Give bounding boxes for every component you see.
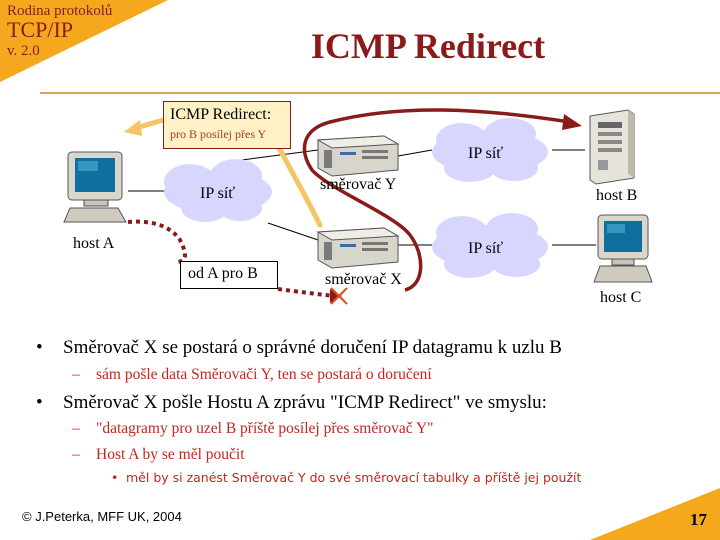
dotted-path-host-a bbox=[127, 219, 187, 264]
page-number: 17 bbox=[690, 510, 707, 529]
cloud-bottom-right bbox=[432, 213, 548, 278]
bullet-2-subsub: měl by si zanést Směrovač Y do své směro… bbox=[126, 470, 582, 485]
redirect-arrowhead bbox=[124, 120, 142, 136]
callout-subtitle: pro B posílej přes Y bbox=[170, 127, 267, 141]
corner-decoration-bottom-right bbox=[590, 488, 720, 540]
link-routery-net bbox=[397, 149, 433, 157]
dash-marker: – bbox=[72, 446, 80, 463]
host-a-computer-icon bbox=[63, 151, 127, 223]
bullet-marker: • bbox=[36, 337, 43, 358]
host-b-server-icon bbox=[589, 109, 635, 185]
net-left-label: IP síť bbox=[200, 185, 236, 202]
bullet-marker-small: • bbox=[111, 470, 119, 485]
forward-path bbox=[302, 108, 571, 292]
series-version: v. 2.0 bbox=[7, 43, 40, 59]
dotted-path-to-router-x bbox=[277, 287, 335, 298]
host-b-label: host B bbox=[596, 187, 638, 204]
host-a-label: host A bbox=[73, 235, 115, 252]
router-x-label: směrovač X bbox=[325, 271, 402, 288]
series-title: TCP/IP bbox=[7, 17, 74, 42]
dash-marker: – bbox=[72, 366, 80, 383]
datagram-label: od A pro B bbox=[188, 265, 258, 282]
host-c-label: host C bbox=[600, 289, 642, 306]
cloud-left bbox=[164, 159, 272, 222]
bullet-1: Směrovač X se postará o správné doručení… bbox=[63, 337, 562, 358]
router-y-label: směrovač Y bbox=[320, 176, 397, 193]
dash-marker: – bbox=[72, 420, 80, 437]
series-name: Rodina protokolů bbox=[7, 3, 113, 19]
copyright-footer: © J.Peterka, MFF UK, 2004 bbox=[22, 509, 182, 524]
router-x-icon bbox=[316, 227, 400, 269]
net-top-right-label: IP síť bbox=[468, 145, 504, 162]
host-c-computer-icon bbox=[593, 214, 653, 283]
forward-arrowhead bbox=[562, 114, 582, 130]
title-divider bbox=[40, 92, 720, 94]
bullet-1-sub-1: sám pošle data Směrovači Y, ten se posta… bbox=[96, 366, 432, 383]
net-bottom-right-label: IP síť bbox=[468, 240, 504, 257]
router-y-icon bbox=[316, 135, 400, 177]
bullet-2-sub-2: Host A by se měl poučit bbox=[96, 446, 245, 463]
cloud-top-right bbox=[432, 118, 548, 182]
bullet-marker: • bbox=[36, 392, 43, 413]
blocked-cross-icon bbox=[330, 287, 348, 305]
bullet-2: Směrovač X pošle Hostu A zprávu "ICMP Re… bbox=[63, 392, 547, 413]
link-net-routerx bbox=[267, 222, 319, 241]
icmp-redirect-callout bbox=[163, 101, 291, 149]
dotted-arrowhead bbox=[330, 289, 342, 303]
datagram-label-box bbox=[180, 261, 278, 289]
slide-title: ICMP Redirect bbox=[310, 26, 546, 66]
corner-decoration-top-left bbox=[0, 0, 168, 82]
bullet-2-sub-1: "datagramy pro uzel B příště posílej pře… bbox=[96, 420, 434, 437]
callout-title: ICMP Redirect: bbox=[170, 106, 272, 123]
